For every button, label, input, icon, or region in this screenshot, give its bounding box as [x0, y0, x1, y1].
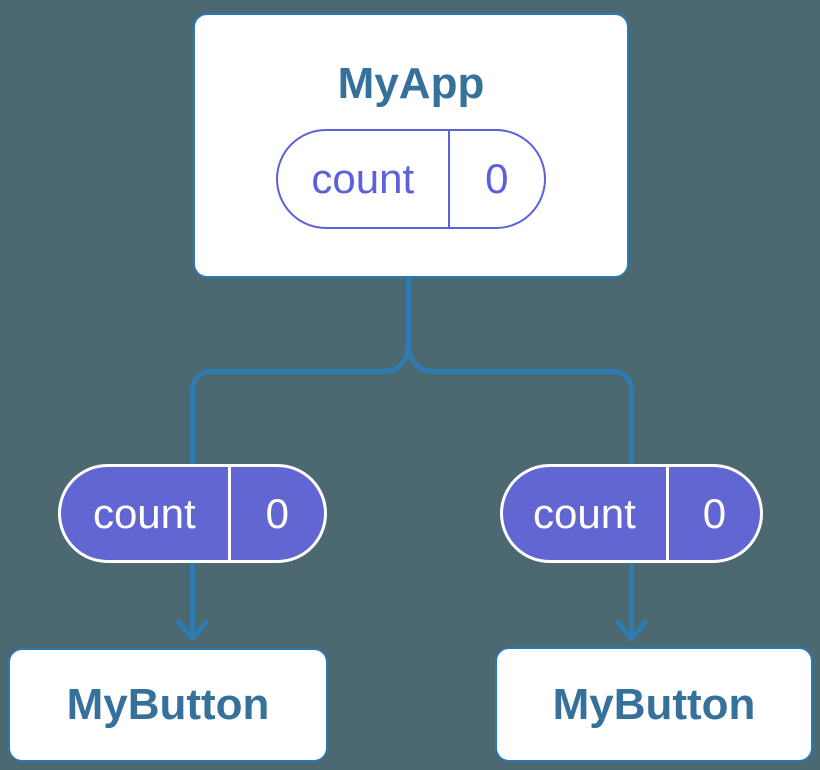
component-node-mybutton: MyButton [8, 648, 328, 762]
state-pill: count 0 [276, 129, 546, 229]
component-node-myapp: MyApp count 0 [193, 13, 629, 278]
prop-pill: count 0 [500, 464, 763, 563]
prop-name: count [503, 467, 669, 560]
state-name: count [278, 131, 450, 227]
arrow-down-icon [615, 619, 648, 641]
state-value: 0 [485, 155, 509, 202]
branch-left-line [190, 342, 411, 634]
prop-value: 0 [265, 489, 289, 537]
component-title: MyButton [66, 680, 270, 729]
prop-value: 0 [702, 489, 727, 537]
branch-right-line [406, 342, 634, 634]
prop-pill: count 0 [58, 464, 327, 563]
arrow-down-icon [176, 619, 209, 641]
component-title: MyApp [337, 59, 485, 108]
prop-name: count [61, 467, 231, 560]
component-node-mybutton: MyButton [495, 647, 813, 762]
component-title: MyButton [552, 679, 756, 729]
